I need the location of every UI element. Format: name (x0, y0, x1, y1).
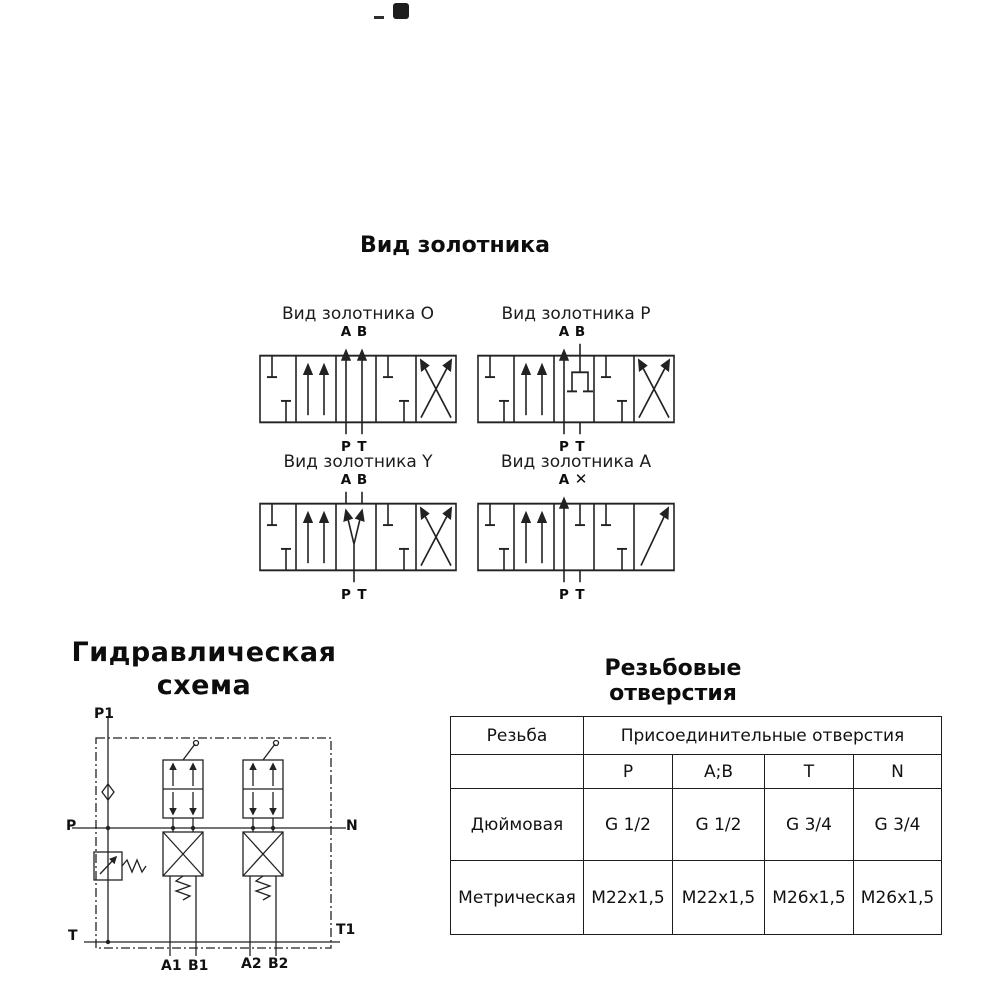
table-row: Метрическая M22x1,5 M22x1,5 M26x1,5 M26x… (450, 860, 942, 935)
cell-metric-ab: M22x1,5 (672, 860, 765, 935)
port-p-label: P (341, 439, 351, 455)
spool-diagram-Y: Вид золотника Y A B (258, 452, 458, 603)
row-label-inch: Дюймовая (450, 788, 584, 861)
table-header-connection-holes: Присоединительные отверстия (583, 716, 942, 755)
port-b-blocked-icon: ✕ (574, 470, 588, 488)
hydraulic-schematic-svg (72, 716, 346, 956)
schematic-port-t1: T1 (336, 922, 356, 938)
port-p-label: P (559, 439, 569, 455)
schematic-port-t: T (68, 928, 78, 944)
table-subheader-ab: A;B (672, 754, 765, 789)
spool-diagram-Y-body: A B P T (258, 472, 458, 603)
spool-diagram-P-body: A B P T (476, 324, 676, 455)
spool-diagram-O: Вид золотника О A B P T (258, 304, 458, 455)
table-subheader-n: N (853, 754, 942, 789)
port-b-label: B (356, 324, 368, 340)
table-subheader-empty (450, 754, 584, 789)
row-label-metric: Метрическая (450, 860, 584, 935)
cell-metric-t: M26x1,5 (764, 860, 854, 935)
cell-inch-ab: G 1/2 (672, 788, 765, 861)
schematic-port-a2: A2 (241, 956, 262, 972)
port-b-label: B (356, 472, 368, 488)
cell-metric-n: M26x1,5 (853, 860, 942, 935)
port-a-label: A (558, 324, 570, 340)
spool-diagram-P-label: Вид золотника Р (501, 304, 651, 324)
table-subheader-p: P (583, 754, 673, 789)
hydraulic-title-line1: Гидравлическая (71, 637, 337, 668)
port-t-label: T (357, 587, 367, 603)
schematic-port-p: P (66, 818, 77, 834)
hydraulic-section-title: Гидравлическая схема (58, 636, 350, 702)
port-a-label: A (340, 324, 352, 340)
port-t-label: T (357, 439, 367, 455)
spool-symbol-P-svg (477, 343, 675, 435)
port-a-label: A (558, 472, 570, 488)
schematic-port-b2: B2 (268, 956, 289, 972)
table-subheader-t: T (764, 754, 854, 789)
spool-diagram-A-body: A ✕ P T (476, 470, 676, 603)
port-t-label: T (575, 439, 585, 455)
schematic-port-n: N (346, 818, 358, 834)
cell-metric-p: M22x1,5 (583, 860, 673, 935)
logo-fragment-dash (374, 16, 384, 19)
cell-inch-p: G 1/2 (583, 788, 673, 861)
schematic-port-a1: A1 (161, 958, 182, 974)
spool-diagram-P: Вид золотника Р A B (476, 304, 676, 455)
spool-symbol-Y-svg (259, 491, 457, 583)
spool-diagram-Y-label: Вид золотника Y (283, 452, 433, 472)
spool-section-title: Вид золотника (360, 233, 550, 258)
cell-inch-t: G 3/4 (764, 788, 854, 861)
port-a-label: A (340, 472, 352, 488)
table-header-thread: Резьба (450, 716, 584, 755)
logo-fragment-square (393, 3, 409, 19)
spool-diagram-A-label: Вид золотника А (500, 452, 652, 472)
thread-table: Резьба Присоединительные отверстия P A;B… (450, 716, 942, 935)
schematic-port-b1: B1 (188, 958, 209, 974)
spool-diagram-O-body: A B P T (258, 324, 458, 455)
spool-symbol-O-svg (259, 348, 457, 435)
spool-symbol-A-svg (477, 496, 675, 583)
table-row: Дюймовая G 1/2 G 1/2 G 3/4 G 3/4 (450, 788, 942, 861)
port-b-label: B (574, 324, 586, 340)
port-p-label: P (341, 587, 351, 603)
thread-section-title: Резьбовые отверстия (604, 656, 742, 706)
hydraulic-schematic: P1 P T N T1 A1 B1 A2 B2 (58, 700, 358, 1000)
spool-diagram-O-label: Вид золотника О (281, 304, 435, 324)
spool-diagram-A: Вид золотника А A ✕ P T (476, 452, 676, 603)
port-t-label: T (575, 587, 585, 603)
schematic-port-p1: P1 (94, 706, 115, 722)
hydraulic-title-line2: схема (156, 670, 252, 701)
port-p-label: P (559, 587, 569, 603)
cell-inch-n: G 3/4 (853, 788, 942, 861)
